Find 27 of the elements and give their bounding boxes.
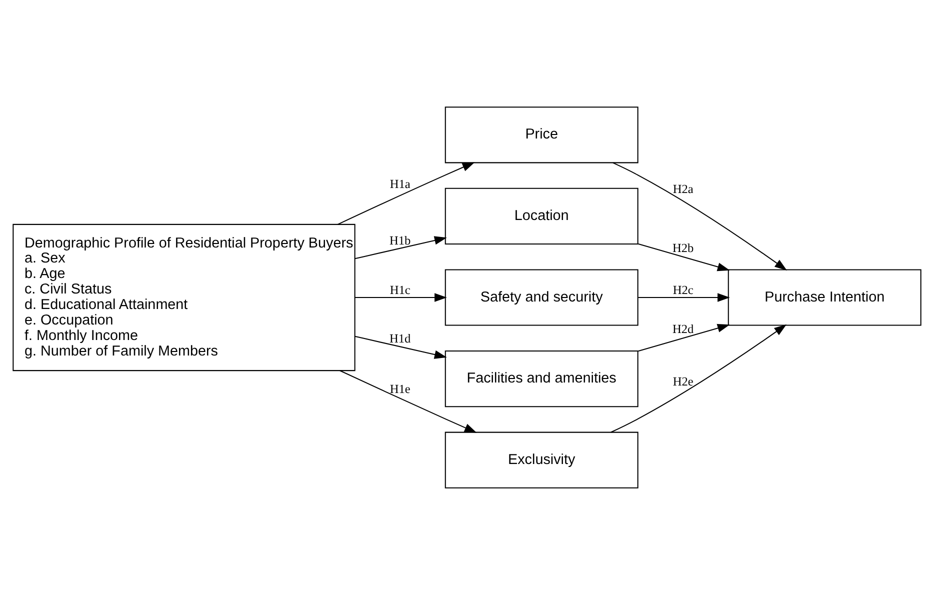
node-box: Exclusivity [444, 431, 638, 488]
arrow [638, 323, 730, 352]
edge-label: H2b [672, 240, 694, 254]
edge-label: H1c [390, 282, 410, 296]
edge-label: H2a [672, 182, 694, 196]
arrow [610, 324, 787, 432]
edge-label: H1e [390, 381, 410, 396]
edge-label: H1b [389, 233, 411, 248]
arrow [612, 162, 787, 270]
node-box: Safety and security [444, 268, 638, 326]
arrow [340, 370, 477, 432]
edge-label: H2d [672, 322, 694, 336]
node-box: Location [444, 187, 638, 244]
edge-label: H2e [672, 374, 694, 388]
arrow [354, 335, 447, 358]
edge-label: H1d [389, 330, 411, 345]
arrow [354, 236, 447, 259]
arrow [638, 242, 730, 271]
edge-label: H1a [390, 176, 410, 191]
node-box: Purchase Intention [728, 268, 922, 326]
arrow [355, 292, 447, 302]
arrow [338, 162, 475, 224]
node-box: Demographic Profile of Residential Property Buyers a. Sex b. Age c. Civil Status d. Educational Attainment e. Occupation f. Monthly Income g. Number of Family Members [12, 223, 356, 371]
arrow [638, 292, 730, 302]
edge-label: H2c [672, 282, 694, 296]
node-box: Facilities and amenities [444, 350, 638, 407]
node-box: Price [444, 106, 638, 163]
